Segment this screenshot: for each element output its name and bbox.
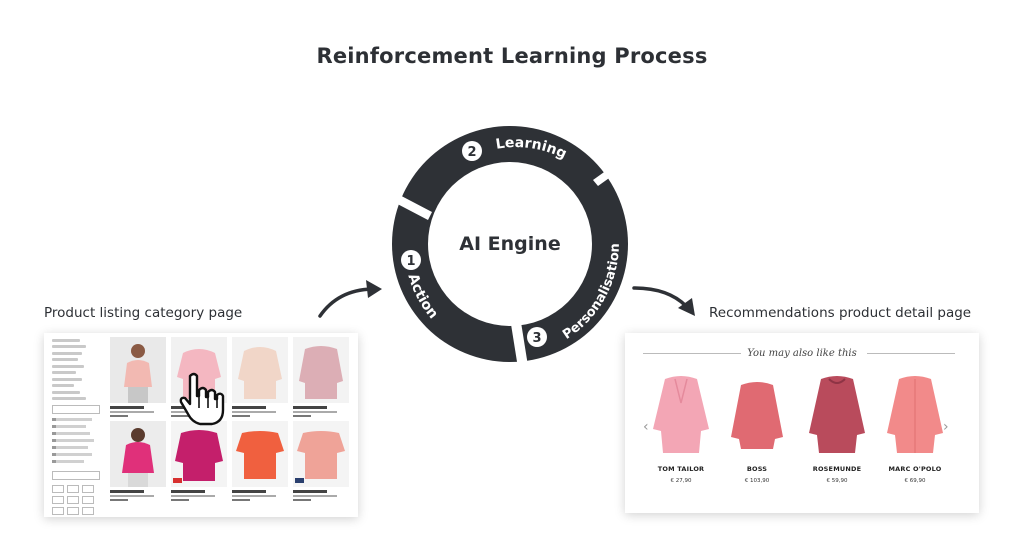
step-2-badge — [462, 141, 482, 161]
item-brand: TOM TAILOR — [657, 465, 705, 473]
item-brand: ROSEMUNDE — [812, 465, 862, 473]
product-tile[interactable] — [232, 421, 288, 501]
step-2-number: 2 — [467, 145, 476, 160]
recommendation-item[interactable]: TOM TAILOR € 27,90 — [641, 373, 721, 484]
carousel-next-icon[interactable]: › — [943, 419, 949, 435]
product-tile[interactable] — [110, 337, 166, 417]
carousel-prev-icon[interactable]: ‹ — [643, 419, 649, 435]
segment-gap-bottom — [510, 316, 528, 368]
item-price: € 59,90 — [826, 478, 848, 484]
step-3-badge — [527, 327, 547, 347]
recommendations-caption: Recommendations product detail page — [709, 305, 972, 321]
recommendations-heading: You may also like this — [747, 348, 857, 359]
product-grid — [110, 337, 354, 501]
blouse-image — [809, 376, 865, 453]
product-tile[interactable] — [293, 337, 349, 417]
product-tile[interactable] — [110, 421, 166, 501]
recommendations-panel: You may also like this ‹ › TOM TAILOR € … — [625, 333, 979, 513]
step-1-number: 1 — [406, 254, 415, 269]
listing-caption: Product listing category page — [44, 305, 243, 321]
blouse-image — [887, 376, 943, 453]
blouse-image — [653, 376, 709, 453]
arrow-left-icon — [318, 280, 382, 318]
ai-engine-label: AI Engine — [459, 233, 560, 255]
segment-gap-left — [386, 190, 432, 220]
item-brand: BOSS — [746, 465, 768, 473]
segment-gap-right — [593, 155, 633, 186]
product-tile[interactable] — [171, 337, 227, 417]
recommendation-item[interactable]: BOSS € 103,90 — [717, 373, 797, 484]
cycle-ring — [386, 126, 633, 368]
filter-sidebar — [48, 335, 108, 515]
item-price: € 27,90 — [670, 478, 692, 484]
product-listing-panel — [44, 333, 358, 517]
step-3-number: 3 — [532, 331, 541, 346]
recommendation-item[interactable]: ROSEMUNDE € 59,90 — [797, 373, 877, 484]
product-tile[interactable] — [293, 421, 349, 501]
recommendation-item[interactable]: MARC O'POLO € 69,90 — [875, 373, 955, 484]
item-brand: MARC O'POLO — [888, 465, 942, 473]
item-price: € 69,90 — [904, 478, 926, 484]
blouse-image — [731, 382, 783, 449]
product-tile[interactable] — [171, 421, 227, 501]
hand-cursor-icon — [179, 372, 225, 426]
arrow-right-icon — [632, 286, 695, 316]
product-tile[interactable] — [232, 337, 288, 417]
item-price: € 103,90 — [744, 478, 770, 484]
heading-rule-right — [867, 353, 955, 354]
heading-rule-left — [643, 353, 741, 354]
step-1-badge — [401, 250, 421, 270]
diagram-title: Reinforcement Learning Process — [316, 44, 708, 68]
